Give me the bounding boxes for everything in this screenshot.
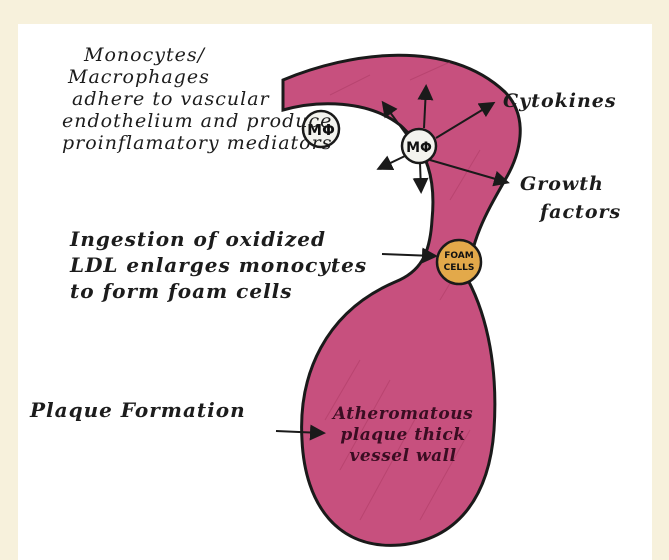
- monocytes-line-1: Monocytes/: [62, 44, 332, 66]
- macrophage-cell-2: MΦ: [402, 129, 436, 163]
- ingestion-annotation: Ingestion of oxidized LDL enlarges monoc…: [70, 226, 367, 304]
- plaque-formation-label: Plaque Formation: [30, 398, 246, 422]
- growth-factors-annotation: Growth factors: [520, 170, 621, 226]
- monocytes-line-5: proinflamatory mediators: [62, 132, 332, 154]
- ingestion-line-3: to form foam cells: [70, 278, 367, 304]
- monocytes-line-2: Macrophages: [62, 66, 332, 88]
- plaque-line-3: vessel wall: [312, 446, 494, 467]
- monocytes-line-4: endothelium and produce: [62, 110, 332, 132]
- plaque-line-2: plaque thick: [312, 425, 494, 446]
- plaque-description: Atheromatous plaque thick vessel wall: [312, 404, 494, 467]
- ingestion-line-2: LDL enlarges monocytes: [70, 252, 367, 278]
- foam-cell-label-2: CELLS: [444, 263, 475, 273]
- plaque-line-1: Atheromatous: [312, 404, 494, 425]
- ingestion-line-1: Ingestion of oxidized: [70, 226, 367, 252]
- growth-factors-line-2: factors: [520, 198, 621, 226]
- macrophage-label-2: MΦ: [406, 140, 432, 156]
- monocytes-annotation: Monocytes/ Macrophages adhere to vascula…: [62, 44, 332, 154]
- monocytes-line-3: adhere to vascular: [62, 88, 332, 110]
- arrow-downleft: [380, 156, 405, 168]
- foam-cell: FOAM CELLS: [437, 240, 481, 284]
- growth-factors-line-1: Growth: [520, 170, 621, 198]
- cytokines-label: Cytokines: [503, 90, 617, 112]
- arrow-down: [420, 163, 421, 190]
- foam-cell-label-1: FOAM: [444, 251, 474, 261]
